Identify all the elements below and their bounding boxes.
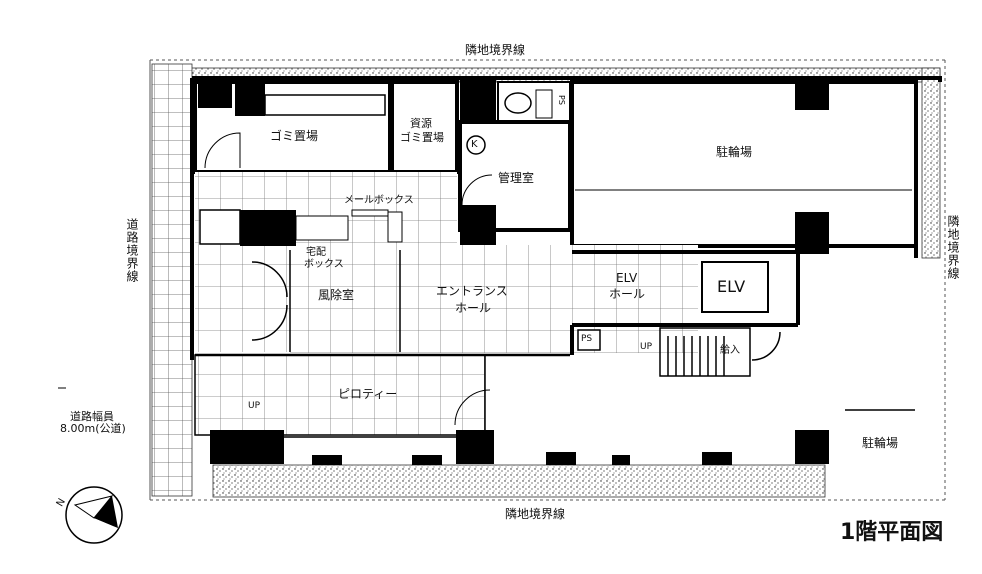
compass-icon [65, 486, 123, 544]
stair [659, 327, 781, 377]
boundary-top-label: 隣地境界線 [465, 43, 526, 57]
boundary-left-label: 道路境界線 [125, 218, 139, 283]
entrance-hall-label-1: エントランス [436, 284, 508, 298]
garbage-room-label: ゴミ置場 [270, 129, 319, 143]
entrance-hall-label-2: ホール [455, 301, 492, 315]
windbreak-room-walls [251, 250, 401, 352]
entrance-hall-floor [290, 245, 698, 353]
resource-garbage-label-2: ゴミ置場 [400, 131, 444, 144]
left-sidewalk [151, 63, 193, 497]
mailbox-label: メールボックス [344, 195, 414, 206]
ps-label: PS [581, 334, 593, 344]
piloti-label: ピロティー [338, 387, 398, 401]
intake-label: 給入 [720, 345, 740, 356]
resource-garbage-room [390, 80, 459, 174]
floor-title: 1階平面図 [840, 520, 944, 545]
up-label-stair: UP [640, 342, 653, 352]
bicycle-parking-top-label: 駐輪場 [716, 145, 753, 159]
elv-label: ELV [717, 277, 746, 296]
site-boundary [149, 59, 946, 501]
management-room-label: 管理室 [498, 171, 535, 185]
delivery-box-label-2: ボックス [304, 259, 344, 270]
elv-hall-walls [570, 250, 800, 355]
bicycle-parking-bottom-label: 駐輪場 [862, 436, 899, 450]
columns [210, 430, 829, 465]
up-label-left: UP [248, 401, 261, 411]
elv-car [701, 261, 769, 313]
right-planting-strip [921, 67, 941, 259]
road-width-label: 道路幅員 [70, 410, 114, 423]
k-label: K [471, 139, 478, 150]
road-width-value: 8.00m(公道) [60, 422, 126, 435]
bicycle-parking-top [570, 80, 918, 248]
resource-garbage-label-1: 資源 [410, 117, 432, 130]
elv-hall-label-1: ELV [616, 271, 638, 285]
ps-small-label: PS [557, 95, 566, 105]
boundary-bottom-label: 隣地境界線 [505, 507, 566, 521]
bottom-planting-strip [212, 464, 826, 498]
elv-hall-label-2: ホール [609, 287, 646, 301]
piloti-floor [194, 354, 486, 436]
delivery-box-label-1: 宅配 [306, 247, 326, 258]
boundary-right-label: 隣地境界線 [946, 215, 960, 280]
windbreak-room-label: 風除室 [318, 288, 355, 302]
